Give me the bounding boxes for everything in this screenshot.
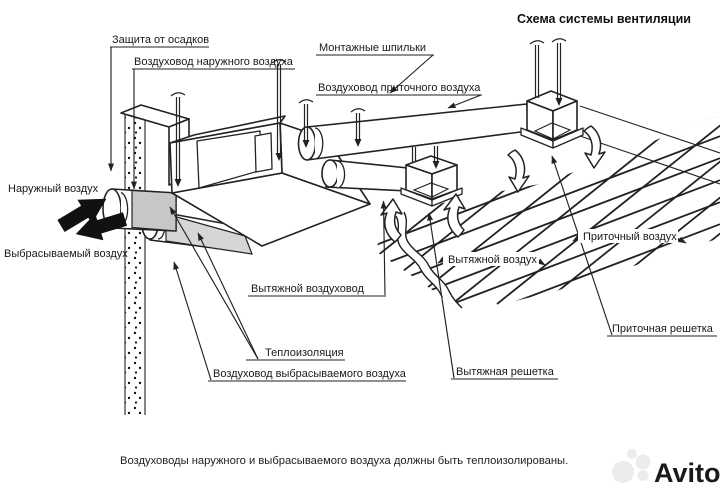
diagram-labels: Защита от осадков Воздуховод наружного в…	[4, 34, 714, 380]
diagram-title: Схема системы вентиляции	[517, 12, 691, 26]
exhausted-air-arrow-icon	[75, 212, 128, 241]
outdoor-air-arrow-icon	[57, 198, 107, 233]
label-supply-air: Приточный воздух	[583, 231, 677, 243]
mounting-pin	[551, 38, 567, 106]
label-outdoor-air-duct: Воздуховод наружного воздуха	[134, 56, 294, 68]
airflow-down-arrow-icon	[583, 125, 606, 169]
label-thermal-insulation: Теплоизоляция	[265, 347, 344, 359]
insulation-upper	[131, 189, 177, 232]
mounting-pin	[170, 92, 186, 187]
label-exhausted-air-duct: Воздуховод выбрасываемого воздуха	[213, 368, 407, 380]
label-extract-grille: Вытяжная решетка	[456, 366, 555, 378]
mounting-pin	[298, 99, 314, 148]
mounting-pins	[170, 38, 567, 187]
label-supply-air-duct: Воздуховод приточного воздуха	[318, 82, 481, 94]
unit-panel-latch	[254, 132, 273, 173]
mounting-pin	[529, 40, 545, 98]
avito-logo-icon	[612, 449, 651, 483]
airflow-up-arrow-icon	[380, 198, 403, 243]
label-mounting-pins: Монтажные шпильки	[319, 42, 426, 54]
supply-diffuser	[520, 90, 584, 149]
airflow-up-arrow-icon	[443, 193, 466, 238]
footnote: Воздуховоды наружного и выбрасываемого в…	[120, 455, 568, 467]
label-exhaust-duct: Вытяжной воздуховод	[251, 283, 365, 295]
supply-main-duct	[306, 103, 529, 161]
leader-lines	[108, 46, 717, 382]
insulation-lower	[165, 213, 253, 255]
avito-watermark-text: Avito	[654, 458, 720, 488]
outer-wall	[120, 104, 190, 415]
mounting-pin	[411, 147, 417, 162]
airflow-down-arrow-icon	[507, 149, 530, 193]
wall-ducts	[102, 188, 253, 255]
label-exhausted-air: Выбрасываемый воздух	[4, 248, 128, 260]
label-rain-protection: Защита от осадков	[112, 34, 209, 46]
avito-watermark: Avito	[612, 449, 720, 488]
air-direction-arrows	[57, 198, 128, 241]
room-ducts	[297, 103, 720, 192]
label-outdoor-air: Наружный воздух	[8, 183, 99, 195]
airflow-arrows	[380, 125, 606, 243]
label-extract-air: Вытяжной воздух	[448, 254, 537, 266]
label-supply-grille: Приточная решетка	[612, 323, 714, 335]
mounting-pin	[432, 146, 440, 169]
mounting-pin	[271, 59, 287, 161]
mounting-pin	[350, 108, 366, 147]
extract-diffuser	[400, 155, 463, 207]
